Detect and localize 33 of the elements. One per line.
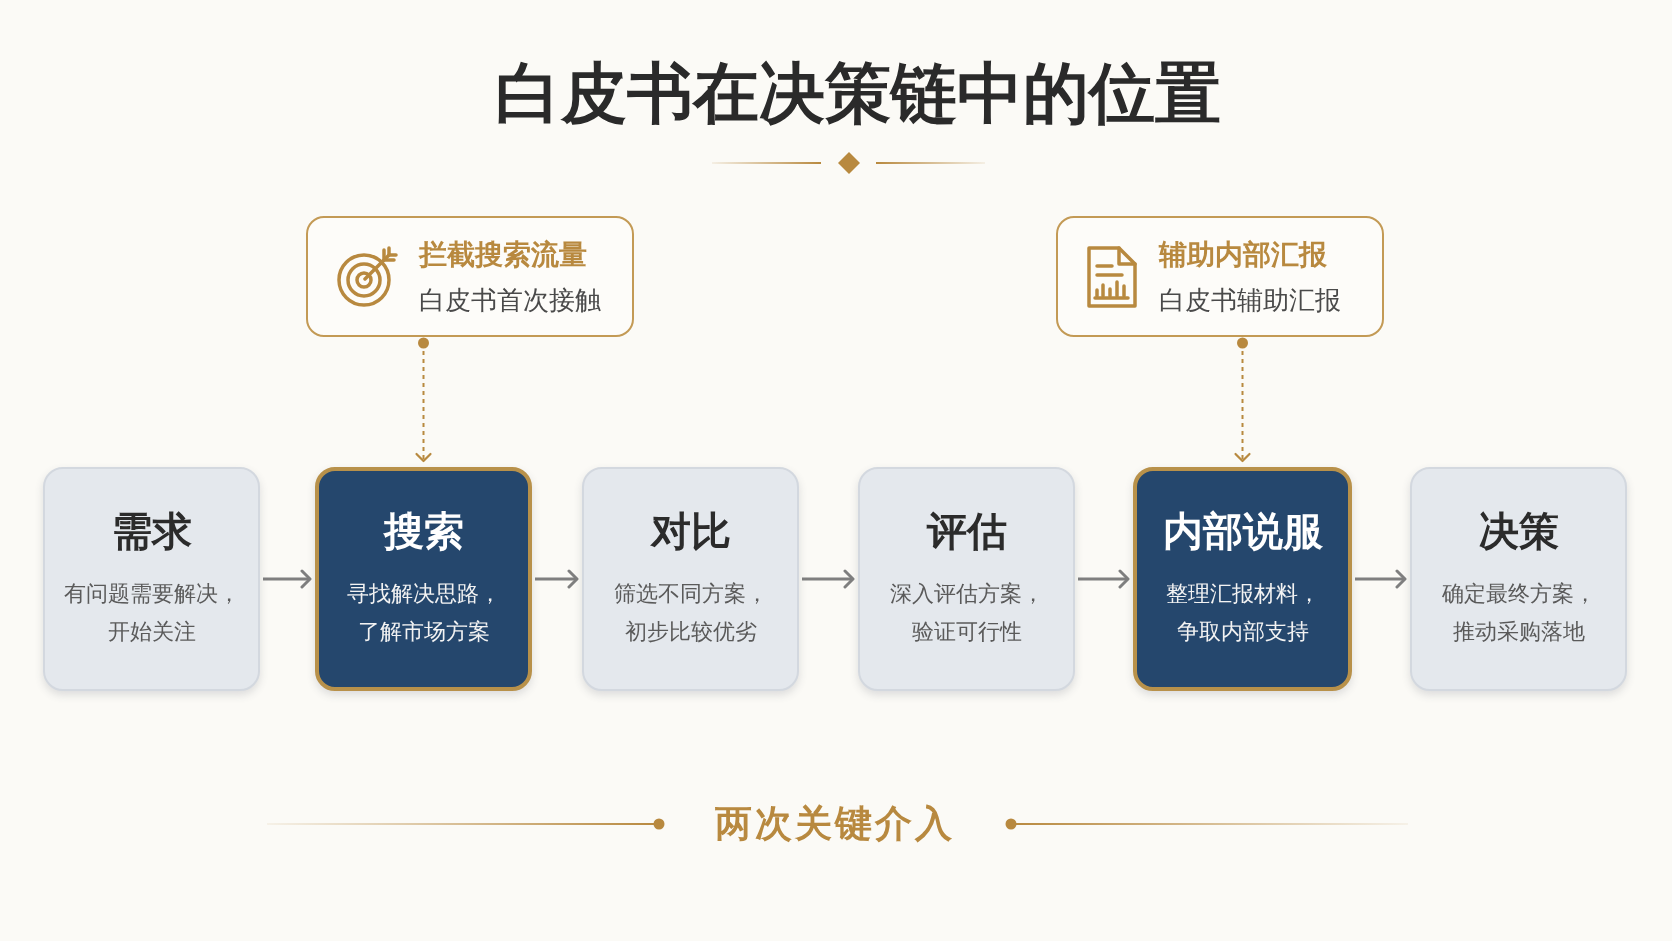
stage-title: 对比 (650, 507, 731, 555)
stage-description: 寻找解决思路，了解市场方案 (345, 580, 502, 646)
stage-title: 需求 (111, 507, 192, 555)
arrow (802, 569, 855, 589)
stage-box (582, 467, 799, 691)
stage-description: 深入评估方案，验证可行性 (888, 580, 1045, 646)
arrow (263, 569, 312, 589)
callout-heading: 辅助内部汇报 (1159, 236, 1327, 273)
stage-title: 搜索 (383, 507, 464, 555)
callout-box (306, 216, 634, 337)
dashed-arrow (415, 337, 432, 463)
callout-text: 白皮书首次接触 (419, 283, 601, 317)
summary-label: 两次关键介入 (715, 802, 955, 846)
stage-title: 内部说服 (1162, 507, 1323, 555)
arrow (1355, 569, 1407, 589)
stage-description: 筛选不同方案，初步比较优劣 (612, 580, 769, 646)
stage-box (1410, 467, 1627, 691)
dashed-arrow (1234, 337, 1251, 463)
stage-box (43, 467, 260, 691)
arrow (1078, 569, 1130, 589)
callout-box (1056, 216, 1384, 337)
callout-text: 白皮书辅助汇报 (1159, 283, 1341, 317)
arrow (535, 569, 579, 589)
stage-description: 确定最终方案，推动采购落地 (1440, 580, 1597, 646)
title: 白皮书在决策链中的位置 (495, 55, 1221, 131)
stage-description: 有问题需要解决，开始关注 (62, 580, 241, 646)
stage-box (1133, 467, 1352, 691)
stage-box (315, 467, 532, 691)
stage-description: 整理汇报材料，争取内部支持 (1164, 580, 1321, 646)
stage-title: 决策 (1478, 507, 1559, 555)
callout-heading: 拦截搜索流量 (419, 236, 587, 273)
stage-box (858, 467, 1075, 691)
stage-title: 评估 (926, 507, 1007, 555)
